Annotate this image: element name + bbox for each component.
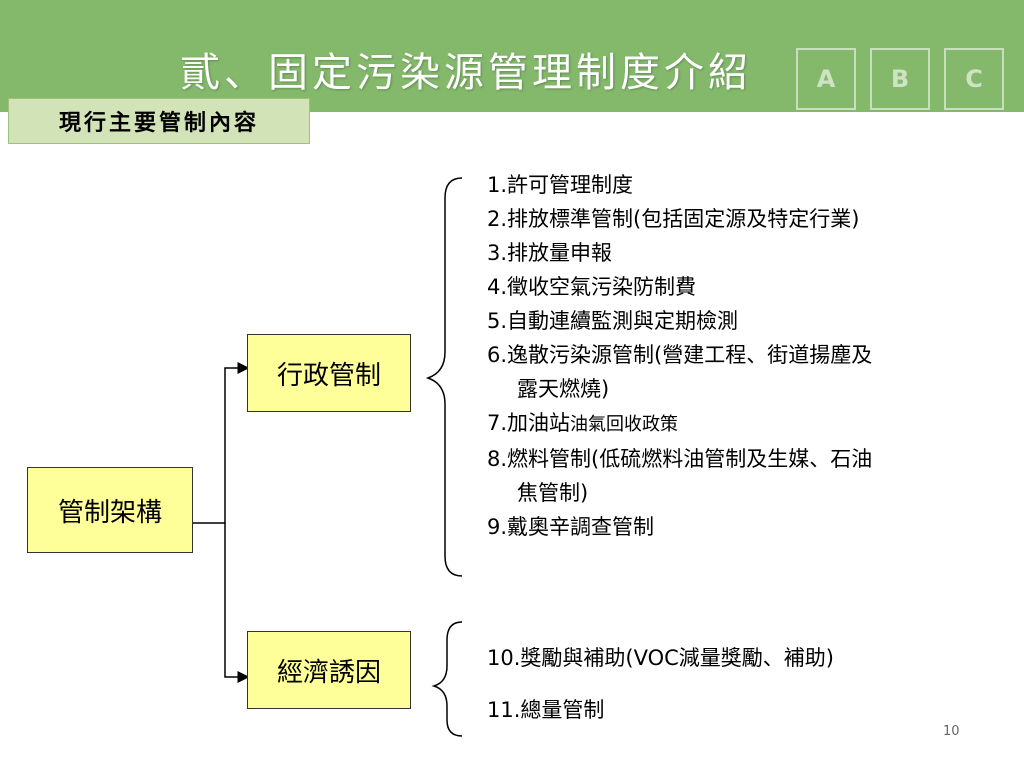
brace-econ <box>431 621 463 737</box>
list-item: 1.許可管理制度 <box>487 173 634 197</box>
list-item-continuation: 焦管制) <box>517 481 589 505</box>
node-control-framework: 管制架構 <box>27 467 193 553</box>
list-item: 3.排放量申報 <box>487 241 613 265</box>
brace-admin <box>425 177 463 577</box>
slide-title: 貳、固定污染源管理制度介紹 <box>180 50 752 96</box>
admin-items-list: 1.許可管理制度 2.排放標準管制(包括固定源及特定行業) 3.排放量申報 4.… <box>487 168 872 544</box>
list-item: 9.戴奧辛調查管制 <box>487 515 655 539</box>
connector-econ <box>224 523 250 683</box>
list-item: 11.總量管制 <box>487 698 605 722</box>
list-item: 6.逸散污染源管制(營建工程、街道揚塵及 <box>487 343 873 367</box>
econ-items-list: 10.獎勵與補助(VOC減量獎勵、補助) 11.總量管制 <box>487 632 834 736</box>
list-item: 4.徵收空氣污染防制費 <box>487 275 697 299</box>
list-item: 7.加油站油氣回收政策 <box>487 406 872 442</box>
deco-letter-a: A <box>796 48 856 110</box>
list-item: 5.自動連續監測與定期檢測 <box>487 309 739 333</box>
header-band <box>0 0 1024 112</box>
list-item: 10.獎勵與補助(VOC減量獎勵、補助) <box>487 646 834 670</box>
list-item-continuation: 露天燃燒) <box>517 377 610 401</box>
section-subtitle: 現行主要管制內容 <box>8 98 310 144</box>
list-item-main: 7.加油站 <box>487 411 571 435</box>
list-item: 8.燃料管制(低硫燃料油管制及生媒、石油 <box>487 447 873 471</box>
deco-letter-c: C <box>944 48 1004 110</box>
page-number: 10 <box>943 724 960 739</box>
list-item-small: 油氣回收政策 <box>570 414 679 435</box>
connector-root <box>192 362 250 524</box>
node-administrative-control: 行政管制 <box>247 334 411 412</box>
list-item: 2.排放標準管制(包括固定源及特定行業) <box>487 207 860 231</box>
node-economic-incentive: 經濟誘因 <box>247 631 411 709</box>
deco-letter-b: B <box>870 48 930 110</box>
